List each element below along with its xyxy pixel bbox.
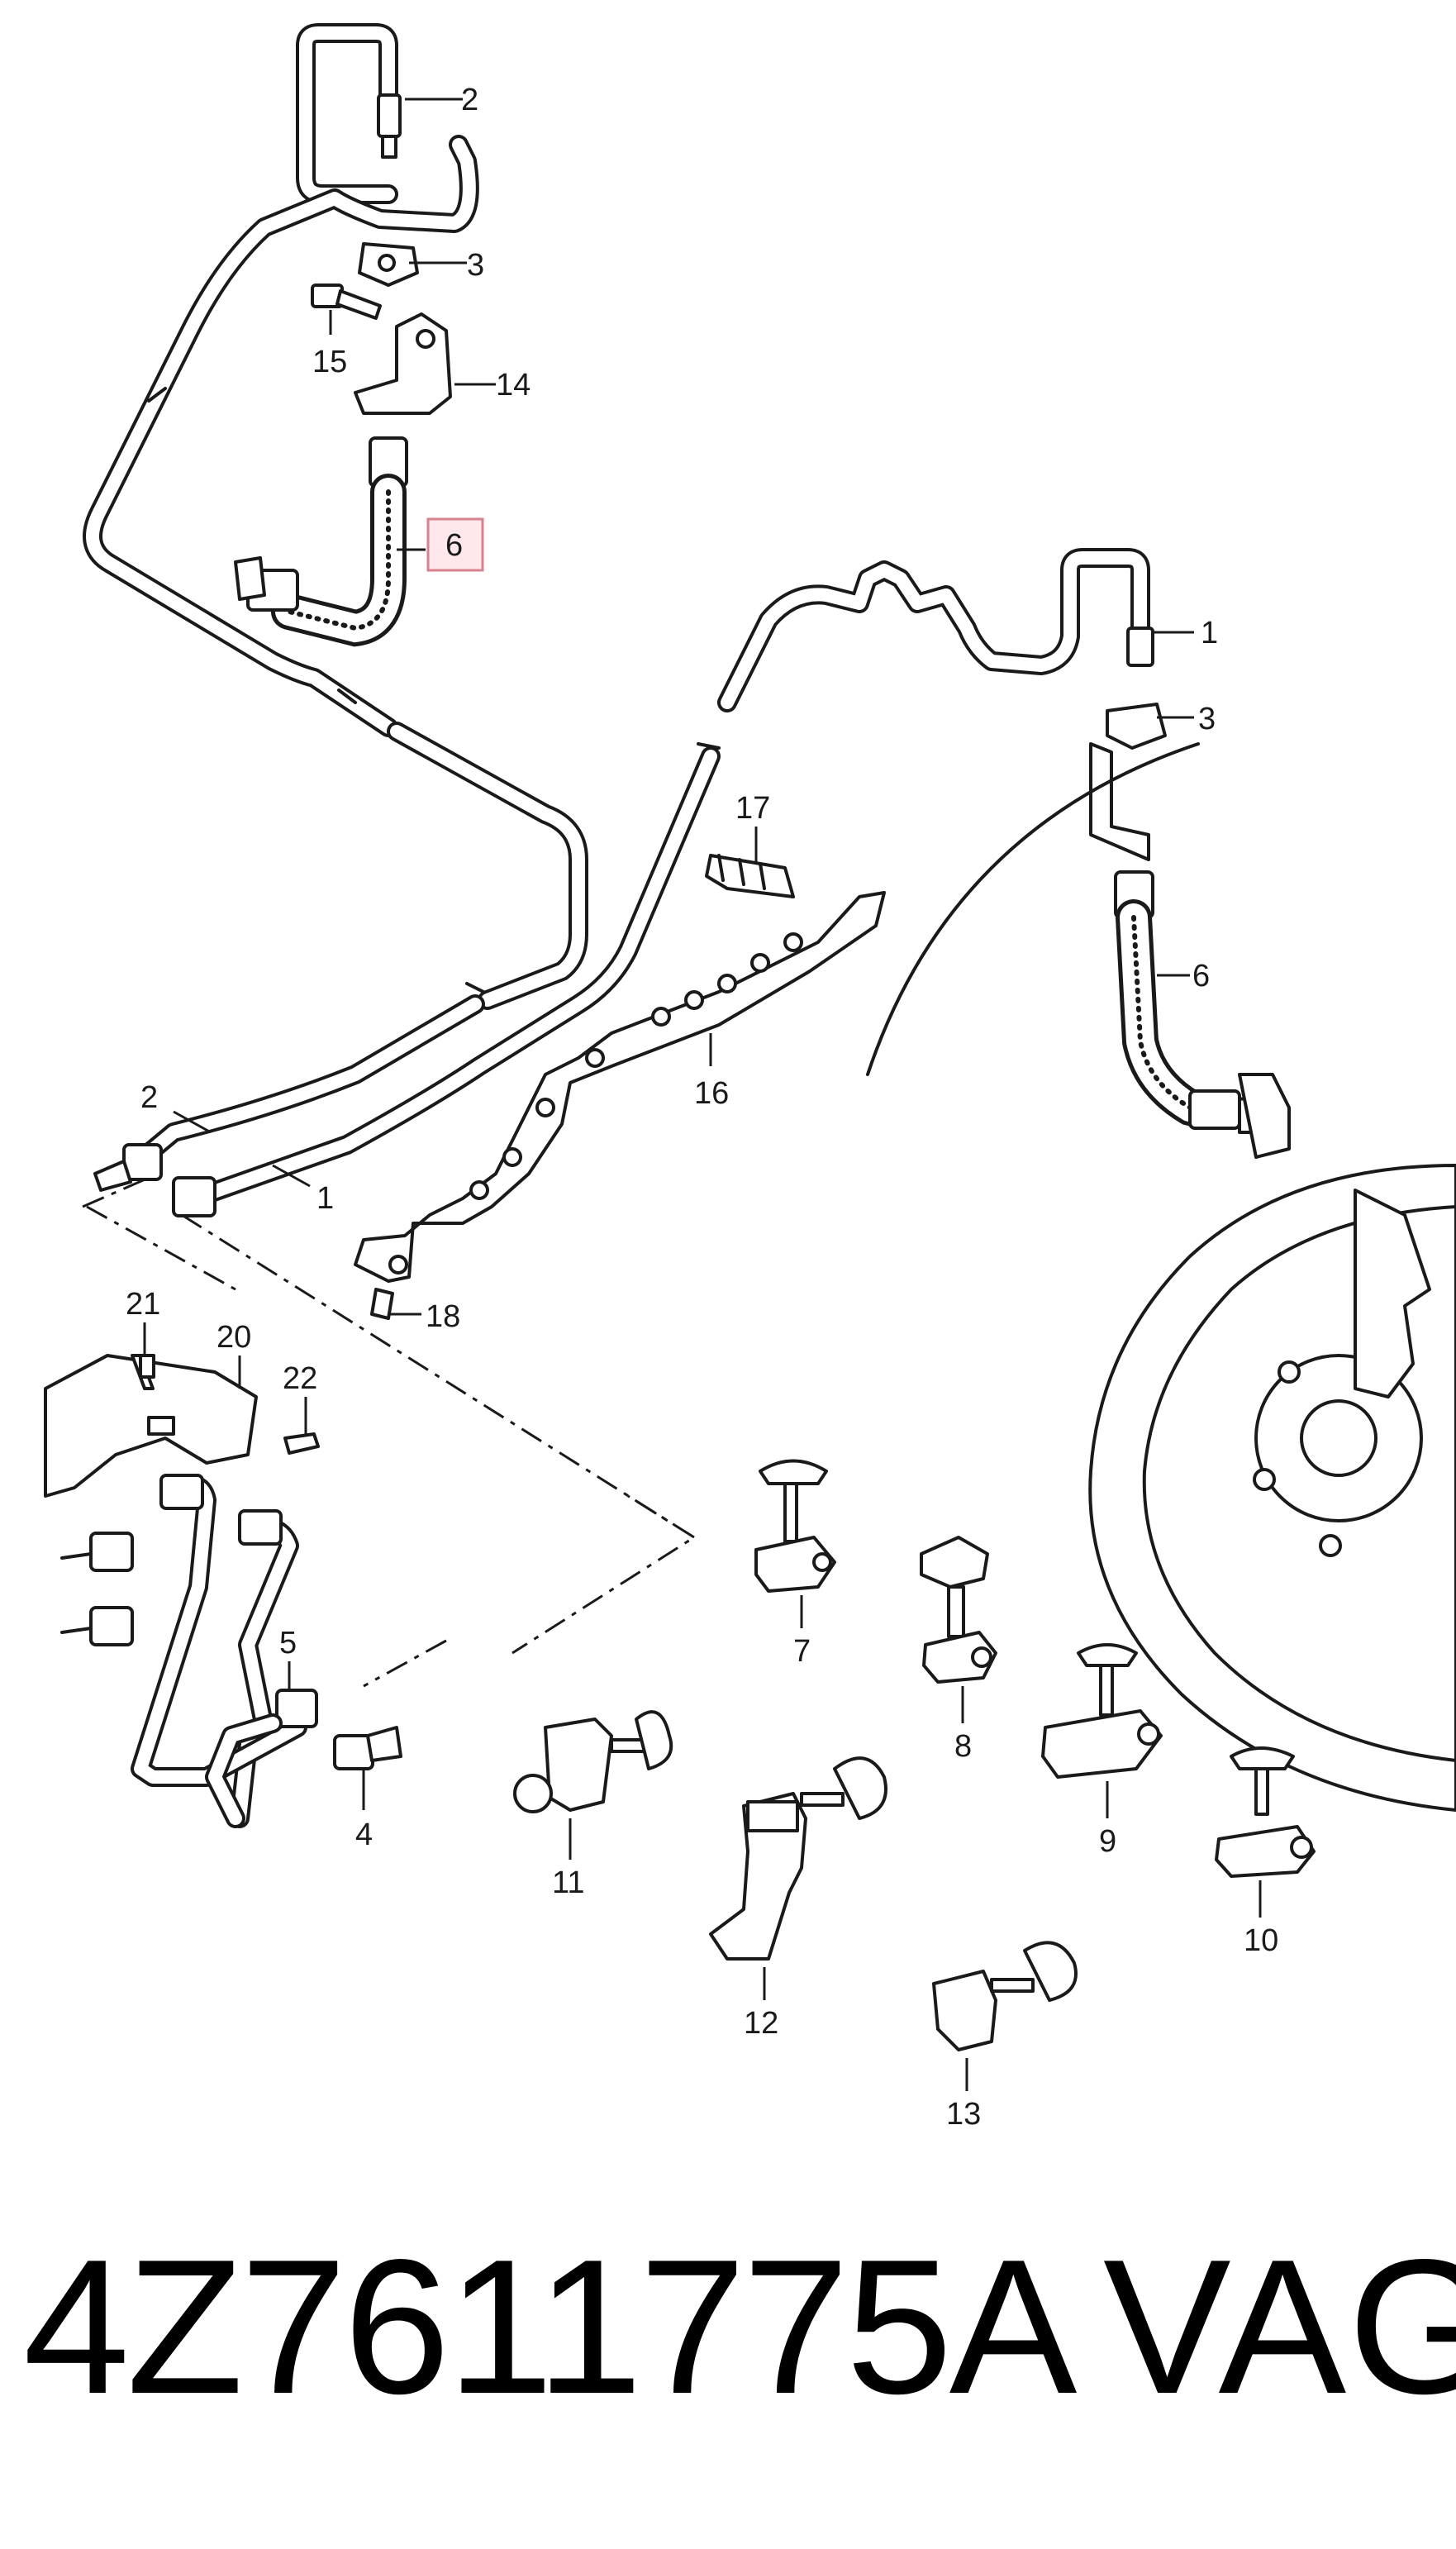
label-15: 15 (312, 345, 347, 379)
label-12: 12 (744, 2006, 778, 2041)
label-4: 4 (355, 1818, 373, 1852)
right-hose-and-disc (866, 627, 1456, 1812)
brake-hose-upper (234, 474, 407, 647)
label-3-right: 3 (1198, 702, 1216, 736)
label-21: 21 (126, 1287, 160, 1322)
label-3-top: 3 (467, 248, 484, 283)
label-13: 13 (946, 2097, 981, 2132)
label-6-highlighted: 6 (445, 528, 463, 563)
label-5: 5 (279, 1626, 297, 1660)
tube-bracket (354, 854, 886, 1320)
clip-11 (513, 1710, 673, 1813)
label-14: 14 (496, 368, 531, 403)
label-16: 16 (694, 1076, 729, 1111)
label-10: 10 (1244, 1923, 1278, 1958)
leader-lines (143, 98, 1262, 2091)
label-17: 17 (735, 791, 770, 826)
main-brake-tube (197, 548, 1150, 1204)
label-7: 7 (793, 1634, 811, 1669)
label-18: 18 (426, 1299, 460, 1334)
clip-13 (932, 1941, 1078, 2051)
clip-7 (754, 1459, 836, 1593)
label-2-left: 2 (140, 1080, 158, 1115)
assembly-outline (82, 1176, 697, 1688)
clip-8 (920, 1536, 997, 1684)
label-2-top: 2 (461, 83, 478, 117)
part-number: 4Z7611775A (23, 2220, 1077, 2434)
label-20: 20 (216, 1320, 251, 1355)
upper-left-brake-tube (83, 23, 588, 1163)
lower-left-fittings (44, 1143, 402, 1828)
brake-line-exploded-diagram: 2 3 15 14 6 1 3 6 17 16 18 2 1 21 20 22 … (44, 23, 1456, 2132)
label-6-right: 6 (1192, 959, 1210, 993)
clip-10 (1215, 1746, 1316, 1878)
label-9: 9 (1099, 1824, 1116, 1859)
label-11: 11 (552, 1865, 584, 1900)
top-fittings (311, 93, 452, 488)
brand-name: VAG (1103, 2220, 1456, 2434)
label-1-left: 1 (316, 1181, 334, 1216)
callout-labels: 2 3 15 14 6 1 3 6 17 16 18 2 1 21 20 22 … (126, 83, 1278, 2132)
clip-9 (1041, 1643, 1163, 1779)
highlight-box (426, 517, 484, 572)
label-22: 22 (283, 1361, 317, 1396)
clip-12 (709, 1756, 887, 1961)
label-8: 8 (954, 1729, 972, 1764)
label-1-right: 1 (1201, 616, 1218, 650)
